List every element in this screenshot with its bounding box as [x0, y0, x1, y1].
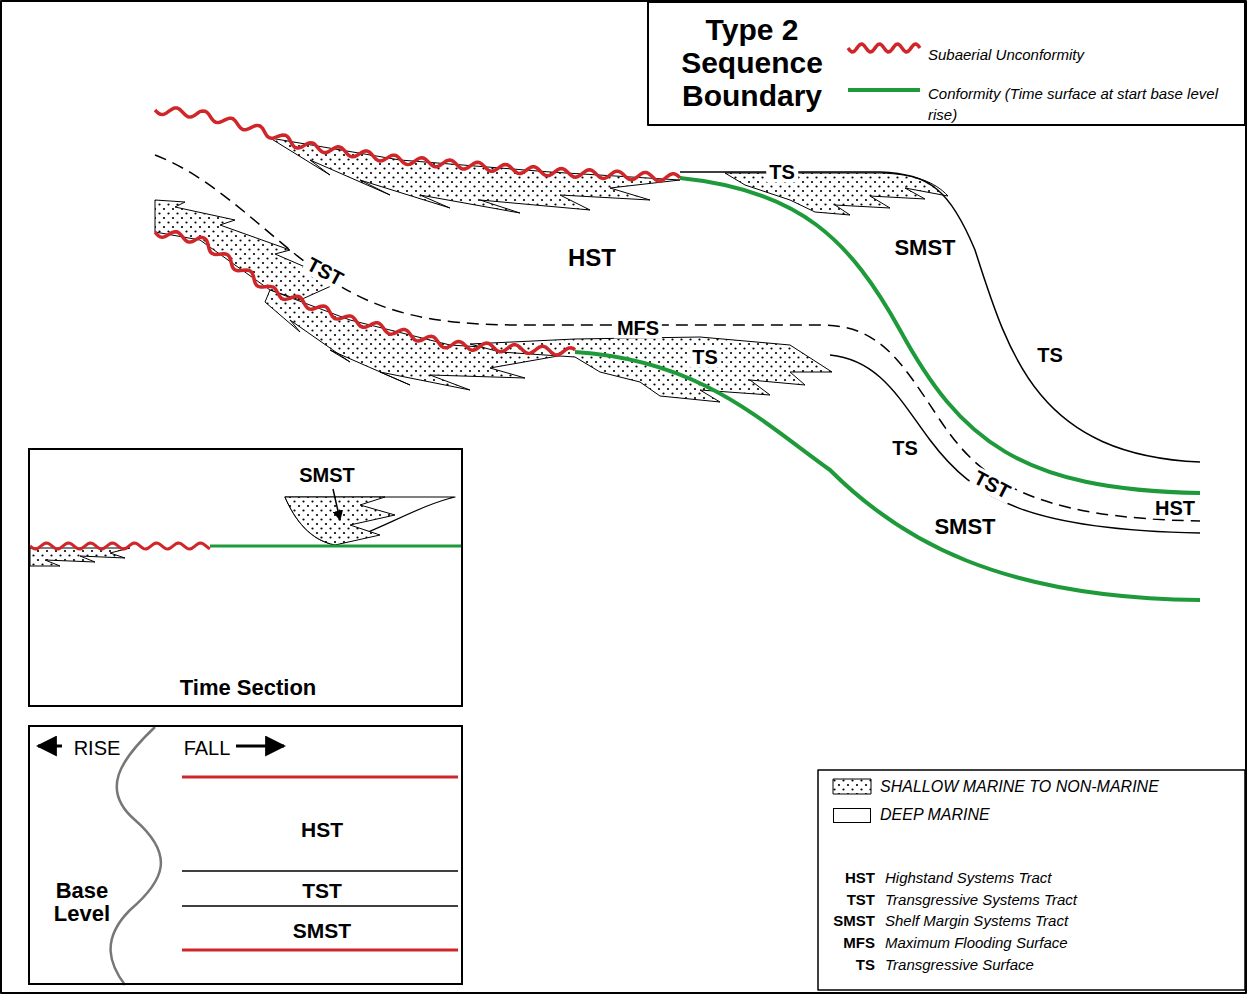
conformity-sample	[848, 88, 920, 92]
legend-swatch	[833, 808, 871, 823]
pattern-sample	[833, 779, 871, 794]
tract-boundary-line	[182, 870, 458, 872]
node-text: SMST	[299, 465, 355, 486]
legend-text: Subaerial Unconformity	[928, 47, 1084, 63]
tract-label: HST	[565, 245, 619, 270]
legend-abbreviation: HST	[842, 870, 878, 886]
legend-abbreviation: Maximum Flooding Surface	[882, 935, 1071, 951]
shelf-margin-wedge	[285, 497, 455, 545]
conformity-line	[680, 178, 1200, 493]
tract-label: TS	[889, 438, 921, 459]
legend-abbreviation: Highstand Systems Tract	[882, 870, 1054, 886]
tract-label: MFS	[614, 318, 662, 339]
node-text: FALL	[184, 738, 231, 759]
tract-label: TS	[689, 347, 721, 368]
legend-text: DEEP MARINE	[880, 807, 990, 824]
node-text: TST	[302, 880, 342, 902]
node-text: RISE	[74, 738, 121, 759]
base-level-curve	[111, 727, 161, 985]
legend-abbreviation: Transgressive Surface	[882, 957, 1037, 973]
shallow-marine-body	[470, 337, 832, 402]
maximum-flooding-surface	[155, 155, 1200, 521]
tract-label: TS	[766, 162, 798, 183]
conformity-line	[575, 352, 1200, 600]
node-text: Base Level	[42, 879, 122, 925]
rise-arrow	[38, 745, 62, 748]
tract-label: HST	[1152, 498, 1198, 519]
node-text: Time Section	[180, 676, 317, 699]
transgressive-surface	[830, 355, 1200, 533]
legend-abbreviation: TST	[844, 892, 878, 908]
conformity-line	[210, 545, 461, 548]
unconformity-line	[155, 108, 680, 181]
shallow-marine-body	[30, 548, 130, 566]
unconformity-line	[30, 543, 210, 549]
tract-label: SMST	[891, 236, 958, 259]
shallow-marine-body	[155, 200, 340, 300]
tract-label: SMST	[931, 515, 998, 538]
tract-label: TS	[1034, 345, 1066, 366]
legend-abbreviation: Shelf Margin Systems Tract	[882, 913, 1071, 929]
unconformity-line	[155, 232, 575, 355]
time-section-panel: SMST Time Section	[28, 448, 463, 707]
title-box	[648, 2, 1245, 125]
tract-boundary-line	[182, 905, 458, 907]
base-level-panel: RISE FALL HST TST SMST Base Level	[28, 725, 463, 985]
legend-abbreviation: MFS	[840, 935, 878, 951]
node-text: SMST	[293, 920, 351, 942]
unconformity-sample	[848, 44, 920, 52]
diagram-title: Type 2 Sequence Boundary	[652, 13, 852, 112]
legend-abbreviation: Transgressive Systems Tract	[882, 892, 1080, 908]
sequence-boundary-line	[182, 949, 458, 952]
tract-label: TST	[968, 466, 1017, 505]
sequence-boundary-line	[182, 776, 458, 779]
legend-abbreviation: TS	[853, 957, 878, 973]
legend-abbreviation: SMST	[830, 913, 878, 929]
node-text: HST	[301, 819, 343, 841]
leader-arrow	[333, 489, 340, 520]
legend-box	[818, 770, 1245, 990]
legend-text: SHALLOW MARINE TO NON-MARINE	[880, 779, 1159, 796]
shallow-marine-body	[285, 497, 395, 545]
fall-arrow	[236, 745, 284, 748]
legend-text: Conformity (Time surface at start base l…	[928, 83, 1238, 125]
